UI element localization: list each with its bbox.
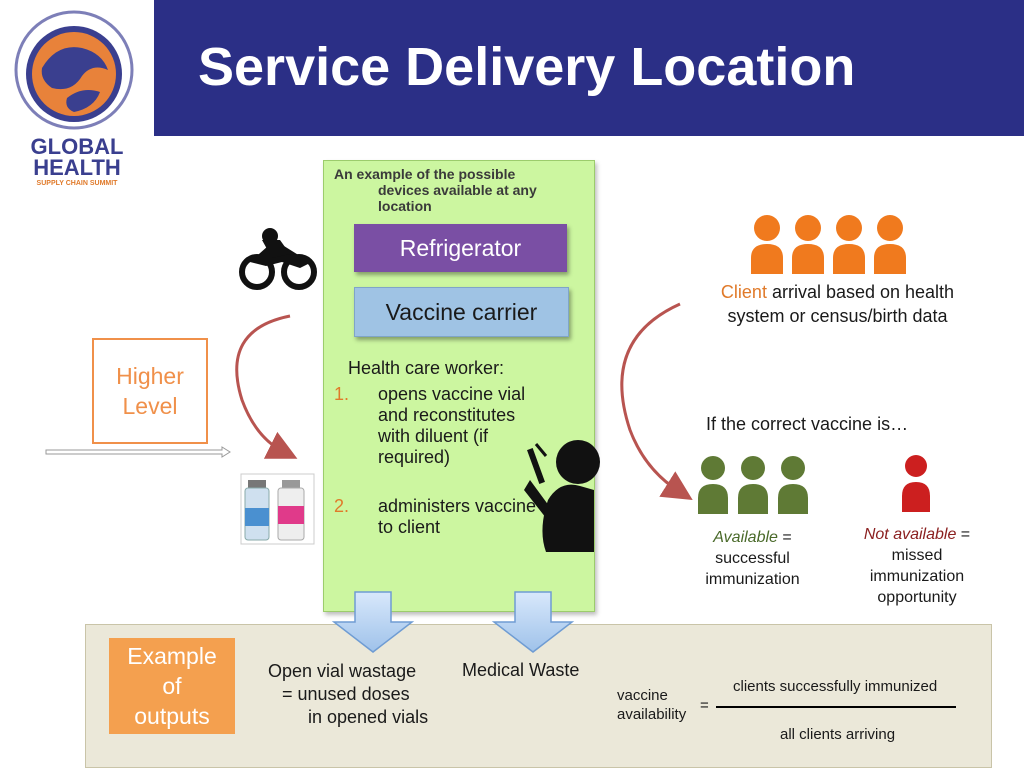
panel-caption-line2: devices available at any (378, 182, 537, 198)
higher-level-line1: Higher (116, 363, 184, 389)
svg-text:HEALTH: HEALTH (33, 155, 121, 180)
available-eq: = (777, 529, 792, 546)
step-number: 2. (334, 496, 350, 516)
formula-label: vaccine availability (617, 686, 686, 724)
client-word: Client (720, 282, 767, 302)
higher-level-box: Higher Level (92, 338, 208, 444)
formula-numerator: clients successfully immunized (733, 678, 938, 695)
formula-fraction-line (716, 706, 956, 708)
client-people-icons (751, 215, 906, 274)
panel-caption-line1: An example of the possible (334, 166, 516, 182)
client-rest: arrival based on health system or census… (727, 282, 955, 326)
outputs-label-line3: outputs (134, 703, 210, 729)
person-icon (874, 215, 906, 274)
vaccine-carrier-box: Vaccine carrier (354, 287, 569, 337)
person-icon (698, 456, 728, 514)
curved-arrow-right (620, 302, 693, 500)
not-available-rest: missed immunization opportunity (869, 547, 965, 606)
person-icon (792, 215, 824, 274)
formula-label-line2: availability (617, 706, 687, 723)
header-bar (154, 0, 1024, 136)
curved-arrow-left (235, 314, 298, 459)
client-arrival-text: Client arrival based on health system or… (700, 280, 975, 328)
person-icon (751, 215, 783, 274)
formula-label-line1: vaccine (617, 687, 668, 704)
page-title: Service Delivery Location (198, 37, 856, 97)
person-icon (738, 456, 768, 514)
open-vial-wastage-text: Open vial wastage = unused doses in open… (268, 660, 468, 729)
step-item: 2. administers vaccine to client (334, 496, 554, 546)
outputs-label-line1: Example (127, 643, 217, 669)
not-available-person-icon (902, 455, 930, 512)
step-text: opens vaccine vial and reconstitutes wit… (378, 384, 526, 467)
available-word: Available (713, 529, 778, 546)
motorcycle-icon (239, 228, 317, 290)
open-vial-line3: in opened vials (308, 707, 429, 727)
formula-equals: = (700, 697, 709, 714)
available-people-icons (698, 456, 808, 514)
step-item: 1. opens vaccine vial and reconstitutes … (334, 384, 554, 494)
refrigerator-box: Refrigerator (354, 224, 567, 272)
not-available-word: Not available (863, 526, 957, 543)
vaccine-vials-icon (240, 473, 315, 545)
open-vial-line2: = unused doses (282, 684, 410, 704)
available-text: Available = successful immunization (690, 527, 815, 590)
incoming-arrow (45, 446, 231, 458)
formula-denominator: all clients arriving (780, 726, 896, 743)
svg-text:GLOBAL: GLOBAL (31, 134, 124, 159)
if-correct-text: If the correct vaccine is… (706, 414, 909, 434)
panel-caption: An example of the possible devices avail… (334, 166, 584, 214)
global-health-logo: GLOBAL HEALTH SUPPLY CHAIN SUMMIT (14, 10, 134, 187)
outputs-label-line2: of (162, 673, 182, 699)
higher-level-line2: Level (122, 393, 178, 419)
person-icon (833, 215, 865, 274)
not-available-eq: = (956, 526, 971, 543)
svg-text:SUPPLY CHAIN SUMMIT: SUPPLY CHAIN SUMMIT (37, 180, 119, 187)
person-icon (778, 456, 808, 514)
step-number: 1. (334, 384, 350, 404)
health-worker-heading: Health care worker: (348, 358, 505, 378)
open-vial-line1: Open vial wastage (268, 661, 417, 681)
available-rest: successful immunization (705, 550, 800, 588)
panel-caption-line3: location (378, 198, 432, 214)
outputs-label: Example of outputs (109, 638, 235, 734)
step-text: administers vaccine to client (378, 496, 537, 537)
medical-waste-text: Medical Waste (462, 660, 580, 680)
not-available-text: Not available = missed immunization oppo… (852, 524, 982, 608)
